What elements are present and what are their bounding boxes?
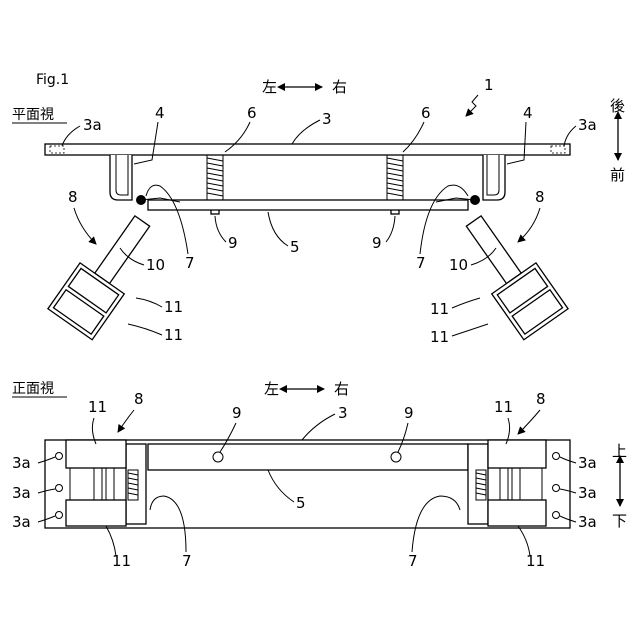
label-bar: 5 (290, 238, 300, 256)
unit-right-arrow (518, 208, 540, 242)
direction-up: 上 (612, 442, 627, 460)
label-front-block-right-bottom: 11 (526, 552, 545, 570)
top-direction-right: 右 (332, 78, 347, 96)
label-hole-right-2: 3a (578, 484, 597, 502)
front-bar (148, 444, 468, 470)
label-pin-right: 9 (404, 404, 414, 422)
label-pin-left: 9 (232, 404, 242, 422)
label-front-plate: 3 (338, 404, 348, 422)
bar (148, 200, 468, 210)
label-block-right-a: 11 (430, 300, 449, 318)
bracket-left (110, 155, 132, 200)
direction-down: 下 (612, 512, 627, 530)
top-view-title: 平面視 (12, 107, 54, 123)
direction-front: 前 (610, 166, 625, 184)
block-left-a-leader (136, 298, 162, 307)
front-block-right-bottom (488, 500, 546, 526)
plate-leader (292, 120, 320, 144)
label-front-block-left-top: 11 (88, 398, 107, 416)
plate-hole-left-leader (62, 126, 80, 146)
arm-right-leader (420, 185, 468, 254)
label-front-block-right-top: 11 (494, 398, 513, 416)
top-view: Fig.1 平面視 左 右 後 前 1 3 3a 3a 4 4 (12, 72, 625, 346)
label-spring-left: 6 (247, 104, 257, 122)
label-bracket-right: 4 (523, 104, 533, 122)
front-direction-left: 左 (264, 380, 279, 398)
label-arm-left: 7 (185, 254, 195, 272)
link-right (466, 216, 521, 284)
label-hole-left-1: 3a (12, 454, 31, 472)
label-nut-left: 9 (228, 234, 238, 252)
label-bracket-left: 4 (155, 104, 165, 122)
unit-left-arrow (74, 208, 96, 244)
label-plate-hole-left: 3a (83, 116, 102, 134)
block-right-b-leader (452, 324, 488, 336)
nut-right-leader (386, 216, 395, 242)
plate (45, 144, 570, 155)
label-plate-hole-right: 3a (578, 116, 597, 134)
label-spring-right: 6 (421, 104, 431, 122)
label-nut-right: 9 (372, 234, 382, 252)
front-unit-left-arrow (118, 410, 134, 432)
nut-left-leader (215, 216, 226, 242)
figure-label: Fig.1 (36, 72, 69, 88)
label-front-block-left-bottom: 11 (112, 552, 131, 570)
label-assembly: 1 (484, 76, 494, 94)
plate-hole-right-leader (564, 126, 576, 146)
top-direction-left: 左 (262, 78, 277, 96)
link-left (95, 216, 150, 284)
front-block-left-bottom (66, 500, 126, 526)
front-arm-left-frame (126, 444, 146, 524)
bracket-right-leader (507, 122, 526, 164)
block-left-b-leader (128, 324, 162, 335)
bracket-left-leader (134, 122, 158, 164)
label-plate: 3 (322, 110, 332, 128)
assembly-leader (466, 95, 478, 116)
label-hole-right-1: 3a (578, 454, 597, 472)
arm-left-leader (146, 185, 188, 254)
direction-back: 後 (610, 97, 625, 115)
front-view-title: 正面視 (12, 381, 54, 397)
label-hole-left-2: 3a (12, 484, 31, 502)
front-unit-right-arrow (518, 410, 540, 434)
label-front-bar: 5 (296, 494, 306, 512)
front-view: 正面視 左 右 上 下 3 3a 3a 3a 3a 3a 3a (12, 380, 627, 570)
label-block-left-b: 11 (164, 326, 183, 344)
bar-leader (268, 212, 288, 246)
label-link-right: 10 (449, 256, 468, 274)
label-unit-left: 8 (68, 188, 78, 206)
label-hole-left-3: 3a (12, 513, 31, 531)
front-block-left-top (66, 440, 126, 468)
block-right-a-leader (452, 298, 480, 308)
front-plate-leader (302, 414, 335, 440)
label-block-right-b: 11 (430, 328, 449, 346)
label-link-left: 10 (146, 256, 165, 274)
label-front-arm-left: 7 (182, 552, 192, 570)
unit-right (452, 206, 569, 340)
label-front-unit-left: 8 (134, 390, 144, 408)
label-hole-right-3: 3a (578, 513, 597, 531)
label-front-unit-right: 8 (536, 390, 546, 408)
label-unit-right: 8 (535, 188, 545, 206)
label-arm-right: 7 (416, 254, 426, 272)
front-block-right-top (488, 440, 546, 468)
label-block-left-a: 11 (164, 298, 183, 316)
bracket-right (483, 155, 505, 200)
front-direction-right: 右 (334, 380, 349, 398)
front-arm-right-frame (468, 444, 488, 524)
label-front-arm-right: 7 (408, 552, 418, 570)
